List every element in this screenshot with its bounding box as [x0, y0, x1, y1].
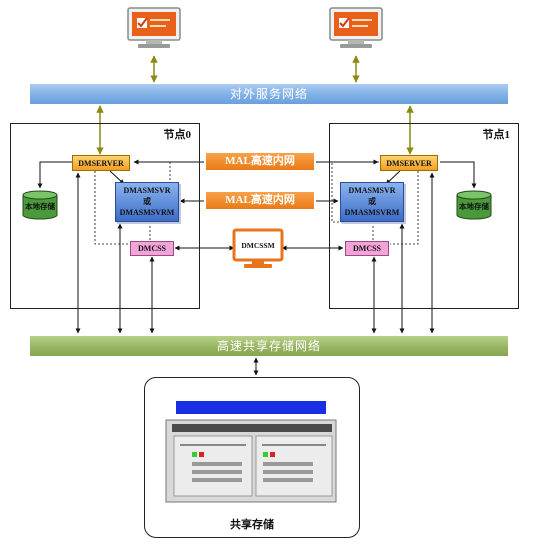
node0-local-storage-label: 本地存储: [25, 202, 55, 211]
node1-dmserver: DMSERVER: [380, 155, 438, 171]
mal-network-top: MAL高速内网: [206, 153, 314, 170]
node0-box: 节点0: [10, 123, 200, 309]
monitor-icon: [232, 228, 284, 268]
shared-storage-box: [144, 377, 360, 538]
node0-dmasm-line2: 或: [143, 197, 151, 206]
database-cylinder-icon: [22, 190, 58, 220]
node1-dmasm: DMASMSVR 或 DMASMSVRM: [340, 182, 404, 222]
mal-network-bottom: MAL高速内网: [206, 192, 314, 209]
node1-dmasm-line2: 或: [368, 197, 376, 206]
node0-dmasm-line1: DMASMSVR: [123, 186, 171, 195]
node1-local-storage-label: 本地存储: [459, 202, 489, 211]
node1-box: 节点1: [329, 123, 519, 309]
node0-local-storage: 本地存储: [22, 190, 58, 220]
shared-storage-network: 高速共享存储网络: [30, 336, 508, 356]
dmcssm-label: DMCSSM: [241, 241, 275, 250]
client-monitor-icon: [328, 6, 384, 50]
node1-dmcss: DMCSS: [345, 241, 389, 256]
node0-dmasm: DMASMSVR 或 DMASMSVRM: [115, 182, 179, 222]
external-service-network: 对外服务网络: [30, 84, 508, 104]
node0-dmasm-line3: DMASMSVRM: [119, 208, 175, 217]
node0-dmserver: DMSERVER: [72, 155, 130, 171]
node1-dmasm-line3: DMASMSVRM: [344, 208, 400, 217]
shared-storage-label: 共享存储: [230, 519, 274, 531]
node0-label: 节点0: [163, 129, 192, 141]
client-monitor-icon: [126, 6, 182, 50]
node0-dmcss: DMCSS: [130, 241, 174, 256]
dmcssm-monitor: [230, 228, 286, 272]
node1-dmasm-line1: DMASMSVR: [348, 186, 396, 195]
node1-label: 节点1: [482, 129, 511, 141]
node1-local-storage: 本地存储: [456, 190, 492, 220]
database-cylinder-icon: [456, 190, 492, 220]
storage-array-icon: [165, 401, 337, 503]
